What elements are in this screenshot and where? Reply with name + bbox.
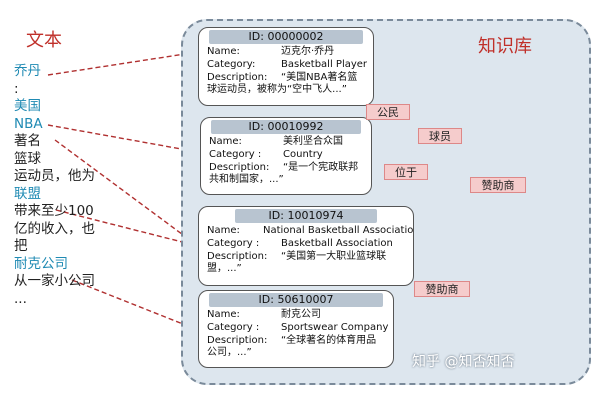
- text-segment: 亿的收入，也: [14, 220, 95, 237]
- entity-description: “全球著名的体育用品公司，...”: [207, 335, 377, 358]
- field-key: Category :: [207, 322, 260, 333]
- relation-label: 赞助商: [470, 177, 526, 193]
- entity-name: 美利坚合众国: [283, 136, 343, 147]
- entity-name: 耐克公司: [281, 309, 321, 320]
- watermark: 知乎 @知否知否: [412, 354, 515, 370]
- text-segment: 乔丹: [14, 63, 41, 79]
- text-segment: NBA: [14, 115, 43, 132]
- text-title: 文本: [26, 30, 62, 51]
- entity-description: “美国NBA著名篮球运动员，被称为“空中飞人...”: [207, 72, 358, 95]
- entity-description: “美国第一大职业篮球联盟，...”: [207, 251, 387, 274]
- relation-label: 赞助商: [414, 281, 470, 297]
- mention-link: [47, 124, 200, 156]
- entity-id: ID: 00000002: [209, 30, 363, 44]
- entity-name: National Basketball Association: [263, 225, 414, 236]
- field-key: Description:: [207, 72, 268, 83]
- field-key: Name:: [207, 46, 240, 57]
- text-segment: 著名: [14, 133, 41, 149]
- text-segment: 耐克公司: [14, 255, 68, 272]
- entity-id: ID: 50610007: [209, 293, 383, 307]
- entity-card-jordan: ID: 00000002 Name: 迈克尔·乔丹 Category: Basket…: [198, 27, 374, 106]
- text-segment: :: [14, 80, 19, 97]
- field-key: Description:: [207, 335, 268, 346]
- field-key: Name:: [207, 225, 240, 236]
- entity-id: ID: 10010974: [235, 209, 377, 223]
- text-segment: 从一家小公司: [14, 273, 95, 289]
- entity-category: Country: [283, 149, 323, 160]
- field-key: Description:: [207, 251, 268, 262]
- relation-label: 公民: [366, 104, 410, 120]
- text-segment: 篮球: [14, 150, 41, 167]
- entity-id: ID: 00010992: [211, 120, 361, 134]
- field-key: Name:: [209, 136, 242, 147]
- entity-category: Basketball Association: [281, 238, 393, 249]
- text-segment: 美国: [14, 98, 41, 114]
- mention-link: [55, 209, 200, 250]
- entity-description: “是一个宪政联邦共和制国家，...”: [209, 162, 359, 185]
- field-key: Description:: [209, 162, 270, 173]
- text-segment: ...: [14, 290, 27, 307]
- text-column: 乔丹 : 美国 NBA 著名 篮球 运动员，他为 联盟 带来至少100 亿的收入…: [14, 63, 124, 308]
- entity-category: Basketball Player: [281, 59, 368, 70]
- text-segment: 把: [14, 238, 28, 254]
- field-key: Category :: [209, 149, 262, 160]
- field-key: Category:: [207, 59, 256, 70]
- relation-label: 球员: [418, 128, 462, 144]
- mention-link: [47, 47, 200, 76]
- mention-link: [71, 279, 200, 332]
- field-key: Name:: [207, 309, 240, 320]
- text-segment: 运动员，他为: [14, 168, 95, 184]
- entity-card-usa: ID: 00010992 Name: 美利坚合众国 Category : Count…: [200, 117, 372, 195]
- entity-category: Sportswear Company: [281, 322, 389, 333]
- mention-link: [54, 139, 200, 247]
- kb-title: 知识库: [478, 36, 532, 57]
- entity-name: 迈克尔·乔丹: [281, 46, 335, 57]
- text-segment: 带来至少100: [14, 203, 94, 219]
- text-segment: 联盟: [14, 185, 41, 202]
- field-key: Category :: [207, 238, 260, 249]
- relation-label: 位于: [384, 164, 428, 180]
- entity-card-nike: ID: 50610007 Name: 耐克公司 Category : Sportsw…: [198, 290, 394, 368]
- entity-card-nba: ID: 10010974 Name: National Basketball As…: [198, 206, 414, 286]
